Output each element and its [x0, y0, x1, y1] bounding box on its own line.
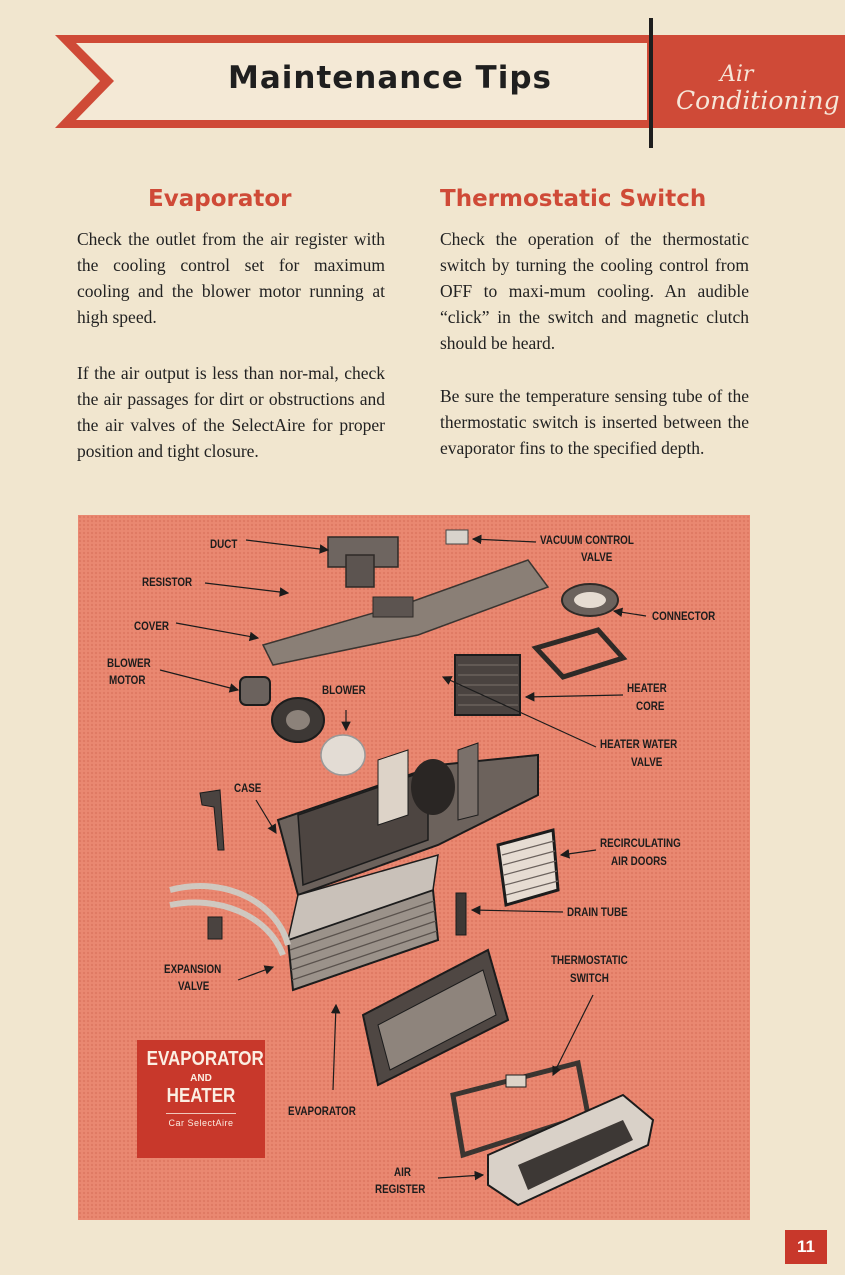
label-duct: DUCT	[210, 537, 238, 551]
label-vacuum-control-valve-line2: VALVE	[581, 550, 613, 564]
caption-line2: AND	[190, 1073, 212, 1084]
section-tab-air: Air	[720, 62, 754, 87]
drain-tube-part	[455, 892, 467, 936]
label-air-register-line2: REGISTER	[375, 1182, 426, 1196]
label-heater-water-valve-line1: HEATER WATER	[600, 737, 678, 751]
caption-line3: HEATER	[166, 1085, 236, 1107]
caption-line4: Car SelectAire	[168, 1118, 234, 1128]
label-blower-motor-line2: MOTOR	[109, 673, 146, 687]
evaporator-heading: Evaporator	[148, 186, 292, 212]
exploded-view-illustration: DUCT RESISTOR COVER BLOWER MOTOR BLOWER …	[78, 515, 750, 1220]
illustration-caption-box: EVAPORATOR AND HEATER Car SelectAire	[137, 1040, 265, 1158]
label-thermostatic-switch-line2: SWITCH	[570, 971, 609, 985]
label-blower-motor-line1: BLOWER	[107, 656, 151, 670]
label-connector: CONNECTOR	[652, 609, 716, 623]
label-expansion-valve-line2: VALVE	[178, 979, 210, 993]
header-banner	[55, 18, 845, 148]
label-heater-core-line2: CORE	[636, 699, 665, 713]
label-blower: BLOWER	[322, 683, 366, 697]
label-heater-core-line1: HEATER	[627, 681, 667, 695]
label-thermostatic-switch-line1: THERMOSTATIC	[551, 953, 628, 967]
blower-motor-part	[239, 676, 271, 706]
label-vacuum-control-valve-line1: VACUUM CONTROL	[540, 533, 634, 547]
label-heater-water-valve-line2: VALVE	[631, 755, 663, 769]
label-recirculating-air-doors-line2: AIR DOORS	[611, 854, 667, 868]
thermostatic-paragraph-2: Be sure the temperature sensing tube of …	[440, 386, 749, 458]
blower-wheel-part	[320, 734, 366, 776]
thermostatic-switch-heading: Thermostatic Switch	[440, 186, 707, 212]
label-air-register-line1: AIR	[394, 1165, 411, 1179]
section-tab-conditioning: Conditioning	[676, 86, 840, 115]
label-recirculating-air-doors-line1: RECIRCULATING	[600, 836, 681, 850]
page-number: 11	[785, 1230, 827, 1264]
label-resistor: RESISTOR	[142, 575, 193, 589]
evaporator-paragraph-1: Check the outlet from the air register w…	[77, 229, 385, 327]
evaporator-paragraph-2: If the air output is less than nor-mal, …	[77, 363, 385, 461]
recirculating-doors-part	[496, 828, 560, 907]
caption-line1: EVAPORATOR	[146, 1048, 264, 1070]
caption-divider	[166, 1113, 236, 1114]
label-cover: COVER	[134, 619, 170, 633]
thermostatic-switch-part	[505, 1074, 527, 1088]
label-evaporator: EVAPORATOR	[288, 1104, 356, 1118]
label-expansion-valve-line1: EXPANSION	[164, 962, 222, 976]
component-drawings	[159, 529, 655, 1207]
label-drain-tube: DRAIN TUBE	[567, 905, 628, 919]
thermostatic-paragraph-1: Check the operation of the thermostatic …	[440, 229, 749, 353]
page-title: Maintenance Tips	[228, 60, 552, 96]
label-case: CASE	[234, 781, 262, 795]
